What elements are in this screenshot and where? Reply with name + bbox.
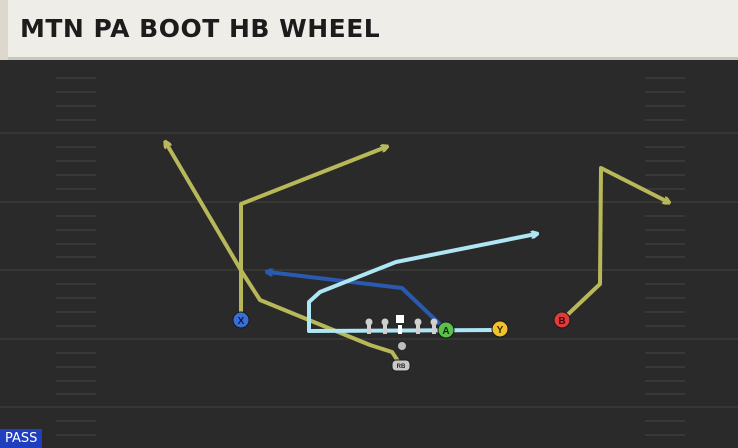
player-b: B (553, 311, 571, 329)
center (396, 315, 404, 334)
player-b-marker (553, 311, 571, 329)
pass-badge: PASS (0, 429, 43, 448)
player-x-label: X (238, 316, 245, 327)
player-y-marker (491, 320, 509, 338)
play-title-bar: MTN PA BOOT HB WHEEL (0, 0, 738, 60)
route-b-out (560, 166, 668, 322)
play-field: X A Y B RB (0, 60, 738, 448)
play-title: MTN PA BOOT HB WHEEL (20, 14, 381, 43)
player-rb-label: RB (397, 364, 406, 370)
yard-lines (0, 132, 738, 408)
player-a-marker (437, 321, 455, 339)
field-turf (0, 60, 738, 448)
player-rb: RB (391, 359, 411, 372)
player-b-label: B (558, 316, 565, 327)
player-y-label: Y (497, 325, 504, 336)
route-x-corner (239, 147, 386, 322)
player-y: Y (491, 320, 509, 338)
hash-marks-right (645, 77, 685, 436)
lineman (430, 318, 438, 334)
lineman (365, 318, 373, 334)
player-a: A (437, 321, 455, 339)
player-x: X (232, 311, 250, 329)
route-rb-wheel (166, 143, 402, 366)
lineman (414, 318, 422, 334)
lineman (381, 318, 389, 334)
hash-marks-left (56, 77, 96, 436)
player-x-marker (232, 311, 250, 329)
offensive-line (365, 315, 438, 334)
route-y-cross (307, 234, 536, 333)
title-accent (0, 0, 8, 60)
route-a-drag (268, 272, 448, 332)
player-a-label: A (442, 326, 449, 337)
quarterback (398, 342, 406, 350)
player-rb-marker (391, 359, 411, 372)
